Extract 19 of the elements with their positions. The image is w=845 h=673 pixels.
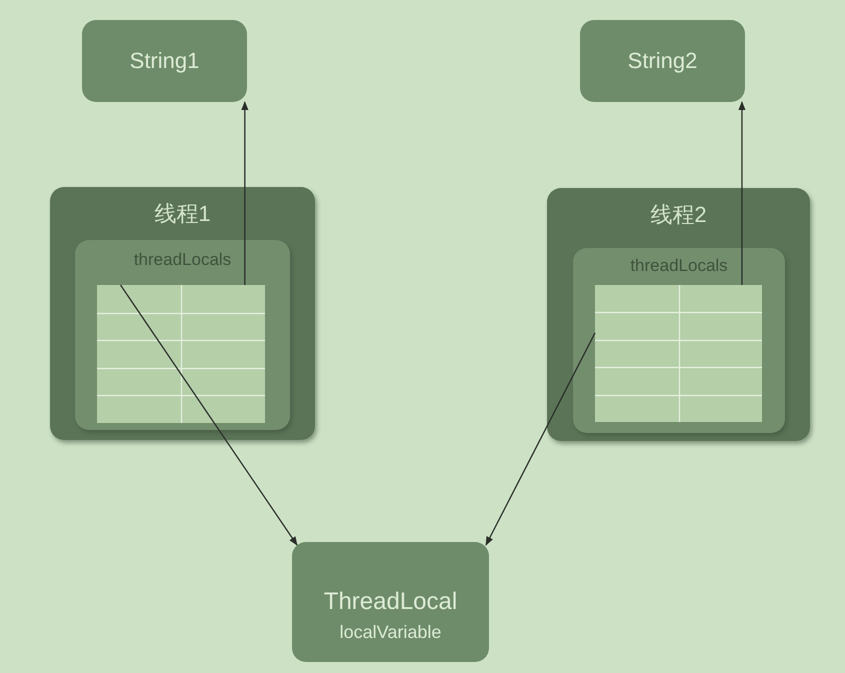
variable-name: localVariable [338,622,442,643]
thread-box [547,188,810,441]
arrow [738,101,746,285]
arrow [120,284,298,546]
object-box [292,542,489,662]
table-grid [97,285,265,423]
thread-title: 线程1 [153,200,212,228]
map-panel [573,248,785,433]
class-name: ThreadLocal [322,588,458,616]
thread-title: 线程2 [649,201,708,229]
arrow [241,101,248,285]
panel-title: threadLocals [132,250,232,270]
string-box: String1 [82,20,247,102]
arrow [485,332,596,546]
map-panel [75,240,290,430]
string-box: String2 [580,20,745,102]
panel-title: threadLocals [629,256,729,276]
table-grid [595,285,762,422]
thread-box [50,187,315,440]
